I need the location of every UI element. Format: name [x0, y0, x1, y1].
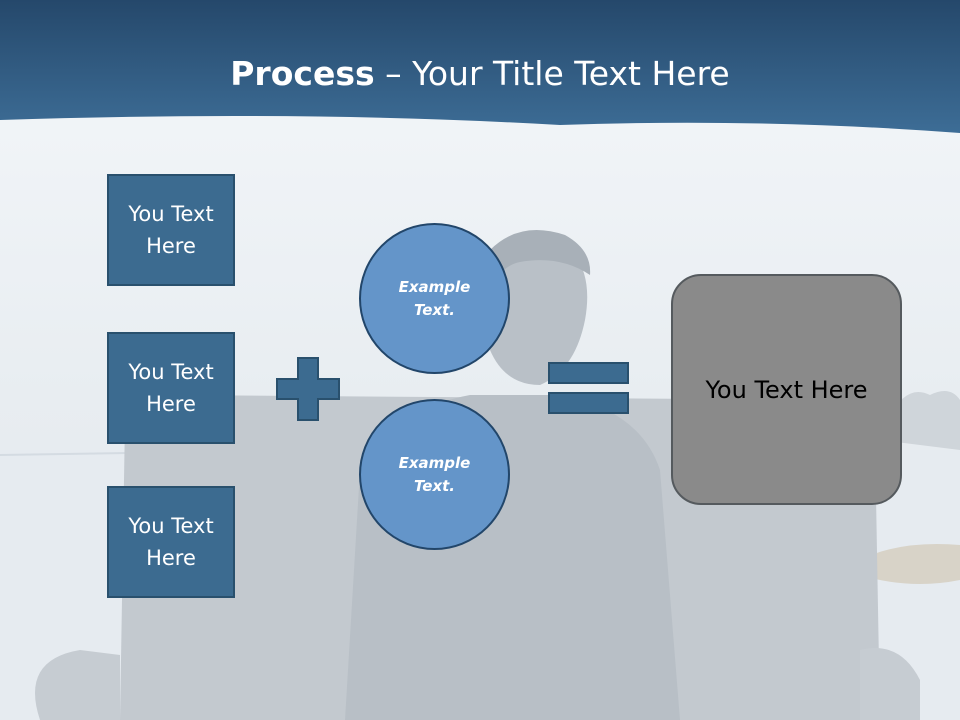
example-circle-1-line2: Text.	[413, 300, 455, 319]
slide-title: Process – Your Title Text Here	[0, 52, 960, 96]
result-box: You Text Here	[671, 274, 902, 505]
title-bold: Process	[230, 54, 375, 93]
plus-icon	[276, 357, 340, 421]
result-label: You Text Here	[705, 375, 868, 404]
input-box-2-line1: You Text	[128, 360, 214, 384]
title-rest: – Your Title Text Here	[374, 54, 730, 93]
equals-icon	[548, 362, 629, 414]
input-box-3-line1: You Text	[128, 514, 214, 538]
input-box-3-line2: Here	[146, 546, 196, 570]
input-box-1-line1: You Text	[128, 202, 214, 226]
example-circle-2-line2: Text.	[413, 476, 455, 495]
input-box-2-line2: Here	[146, 392, 196, 416]
input-box-1-line2: Here	[146, 234, 196, 258]
example-circle-1-line1: Example	[398, 277, 471, 296]
example-circle-2-line1: Example	[398, 453, 471, 472]
